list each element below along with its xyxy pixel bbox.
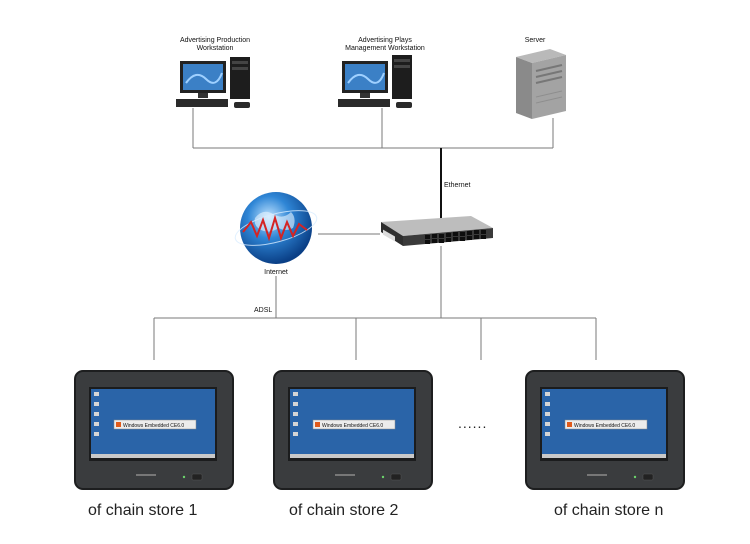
store-label-2: of chain store 2: [289, 502, 399, 519]
workstation-management-label-line2: Management Workstation: [345, 45, 425, 52]
store-label-1: of chain store 1: [88, 502, 198, 519]
adsl-label: ADSL: [254, 307, 273, 314]
desktop-computer-icon: [176, 57, 250, 108]
desktop-computer-icon: [338, 55, 412, 108]
store-terminal-1: Windows Embedded CE6.0: [74, 370, 234, 490]
store-terminal-2: Windows Embedded CE6.0: [273, 370, 433, 490]
screen-text: Windows Embedded CE6.0: [123, 423, 184, 429]
panel-pc-icon: Windows Embedded CE6.0: [273, 370, 433, 490]
store-label-n: of chain store n: [554, 502, 664, 519]
screen-text: Windows Embedded CE6.0: [322, 423, 383, 429]
server-icon: [516, 49, 566, 119]
screen-text: Windows Embedded CE6.0: [574, 423, 635, 429]
server-label: Server: [524, 37, 546, 44]
workstation-management-label-line1: Advertising Plays: [358, 37, 412, 44]
globe-icon: [234, 192, 318, 264]
workstation-production-label-line2: Workstation: [196, 45, 234, 52]
network-switch-icon: [381, 216, 493, 246]
workstation-management-label: Advertising Plays Management Workstation: [320, 37, 450, 53]
workstation-production-label: Advertising Production Workstation: [150, 37, 280, 53]
workstation-production-label-line1: Advertising Production: [179, 37, 251, 44]
panel-pc-icon: Windows Embedded CE6.0: [74, 370, 234, 490]
store-terminal-n: Windows Embedded CE6.0: [525, 370, 685, 490]
ellipsis: ......: [458, 415, 488, 431]
ethernet-label: Ethernet: [444, 182, 471, 189]
panel-pc-icon: Windows Embedded CE6.0: [525, 370, 685, 490]
internet-label: Internet: [264, 269, 288, 276]
